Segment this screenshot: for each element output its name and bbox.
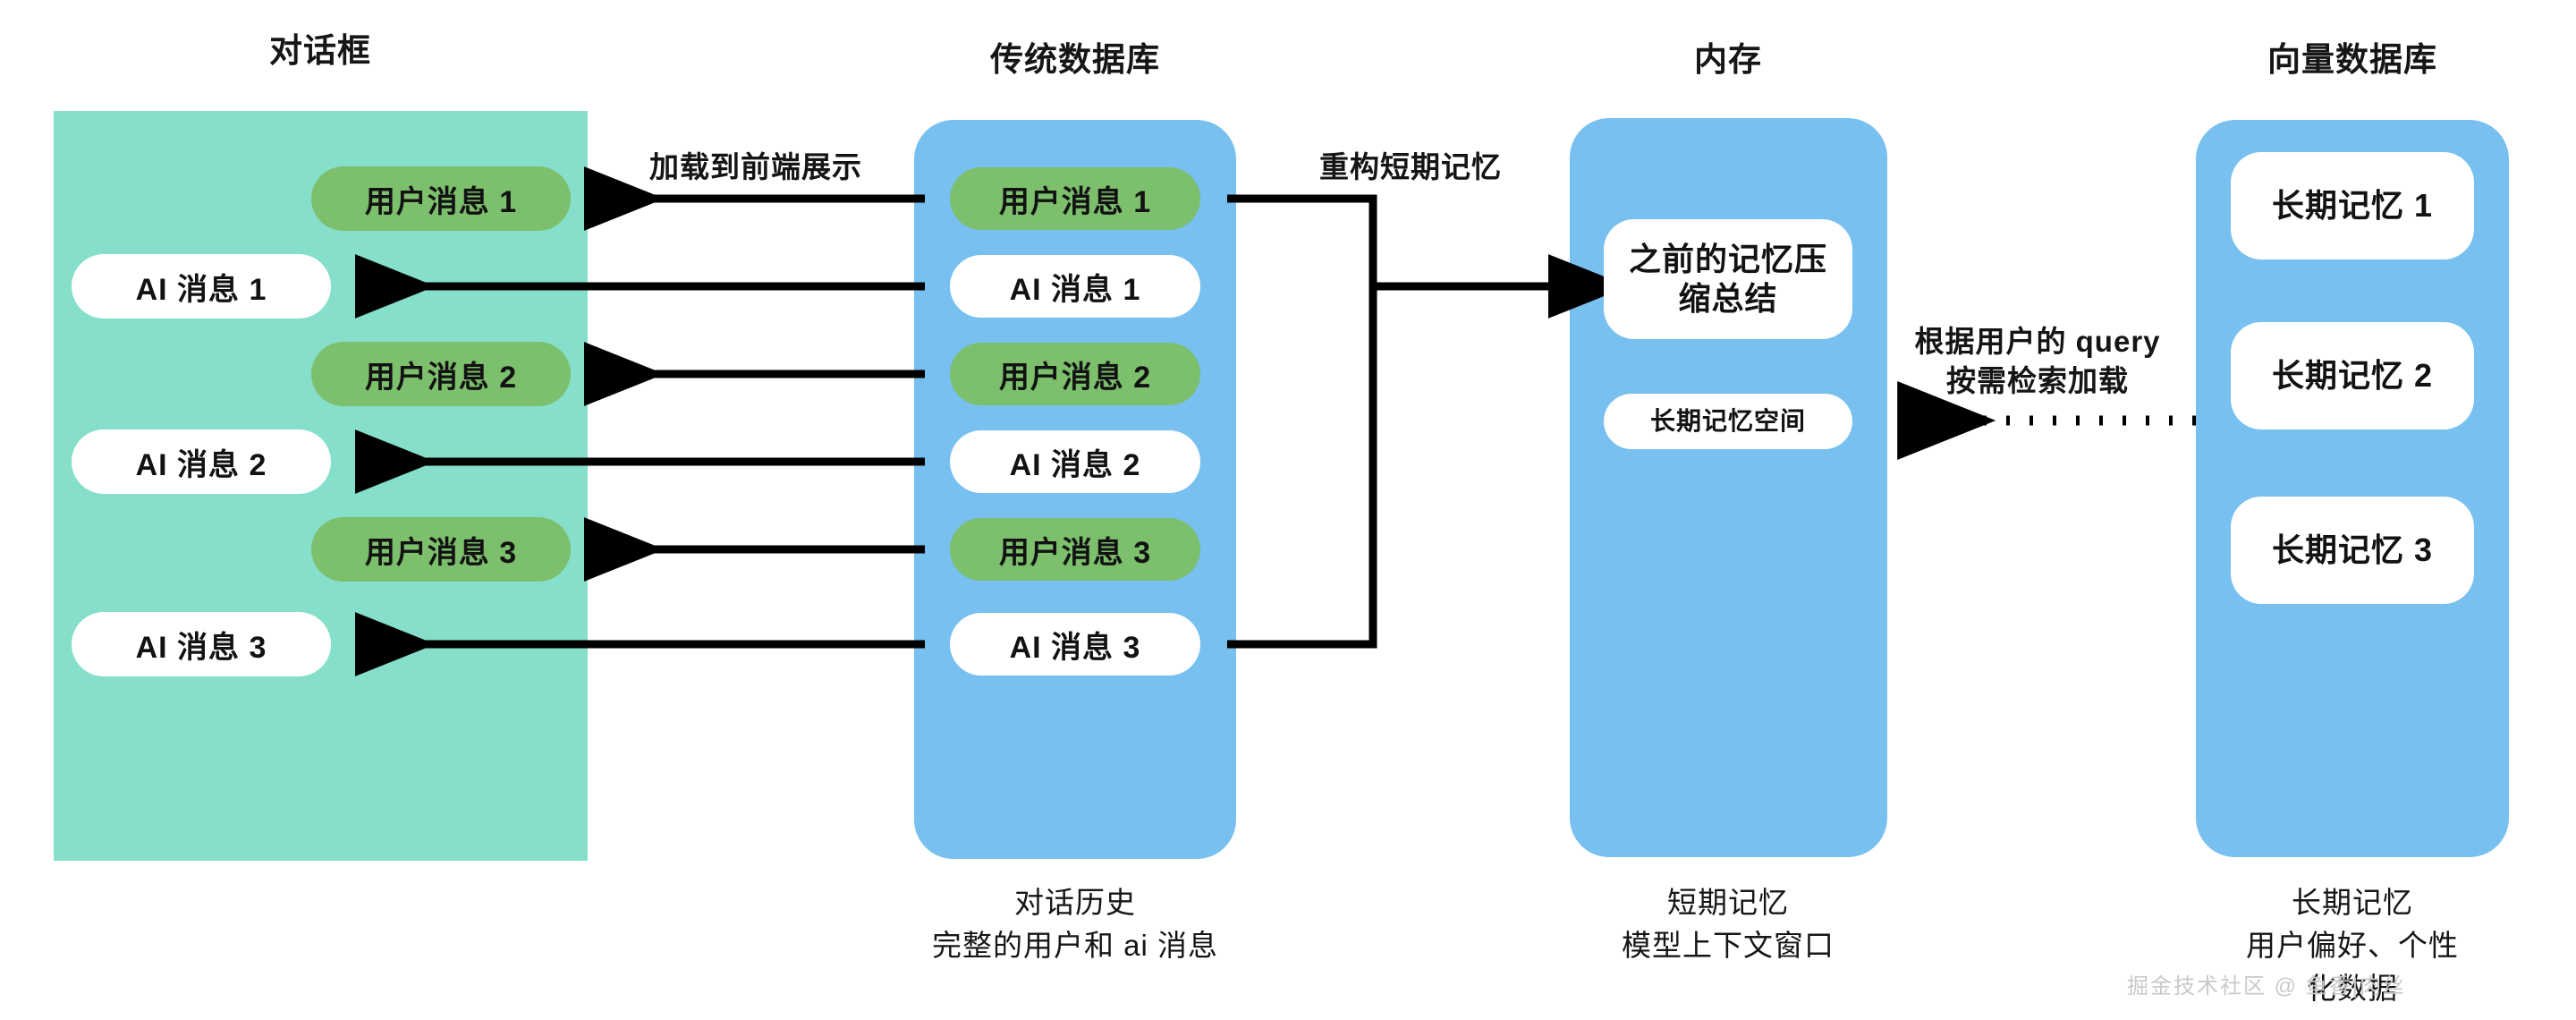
caption-memory: 短期记忆 模型上下文窗口	[1622, 886, 1835, 962]
edge-label-retrieve-on-demand: 根据用户的 query 按需检索加载	[1914, 325, 2161, 397]
chat-bubble-user-2[interactable]: 用户消息 2	[311, 342, 571, 406]
db-bubble-user-2[interactable]: 用户消息 2	[950, 343, 1200, 405]
edge-label-load-to-frontend: 加载到前端展示	[649, 150, 862, 183]
chat-bubble-ai-2[interactable]: AI 消息 2	[72, 429, 331, 494]
edge-label-rebuild-stm: 重构短期记忆	[1319, 150, 1502, 183]
chat-bubble-user-3[interactable]: 用户消息 3	[311, 517, 571, 582]
caption-legacy-db: 对话历史 完整的用户和 ai 消息	[931, 886, 1219, 962]
vector-db-card-2[interactable]: 长期记忆 2	[2231, 322, 2474, 429]
column-title-chat: 对话框	[269, 32, 371, 69]
column-title-vector-db: 向量数据库	[2267, 41, 2437, 78]
db-bubble-user-1[interactable]: 用户消息 1	[950, 167, 1200, 230]
chat-bubble-user-1[interactable]: 用户消息 1	[311, 166, 571, 231]
chat-bubble-ai-3[interactable]: AI 消息 3	[72, 612, 331, 676]
caption-vector-db: 长期记忆 用户偏好、个性化数据	[2246, 886, 2459, 1005]
vector-db-card-3[interactable]: 长期记忆 3	[2231, 497, 2474, 604]
watermark: 掘金技术社区 @ 鱼香|肉丝	[2127, 974, 2406, 999]
db-bubble-ai-3[interactable]: AI 消息 3	[950, 613, 1200, 676]
db-bubble-ai-1[interactable]: AI 消息 1	[950, 255, 1200, 318]
memory-card-long-term-space[interactable]: 长期记忆空间	[1604, 394, 1852, 449]
column-title-memory: 内存	[1694, 41, 1762, 78]
chat-bubble-ai-1[interactable]: AI 消息 1	[72, 254, 331, 319]
vector-db-card-1[interactable]: 长期记忆 1	[2231, 152, 2474, 259]
db-bubble-ai-2[interactable]: AI 消息 2	[950, 430, 1200, 493]
arrow-db-to-memory	[1227, 194, 1629, 649]
column-title-legacy-db: 传统数据库	[990, 41, 1160, 78]
db-bubble-user-3[interactable]: 用户消息 3	[950, 518, 1200, 581]
memory-card-compressed-summary[interactable]: 之前的记忆压 缩总结	[1604, 219, 1852, 339]
